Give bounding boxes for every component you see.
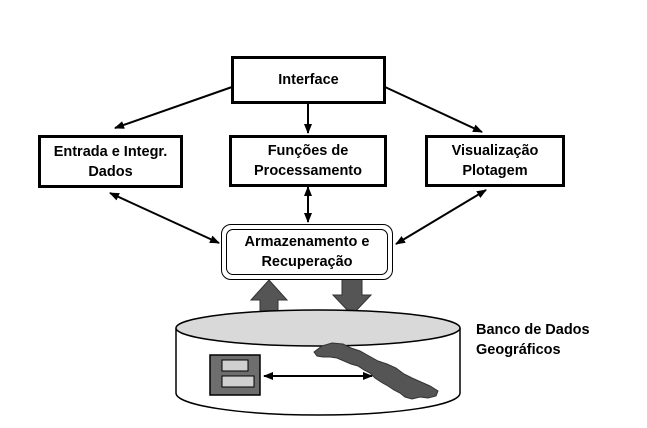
cuba-map-shape [313,342,439,400]
block-arrow-down [331,278,373,316]
database-label: Banco de Dados Geográficos [476,320,590,360]
visualizacao-label-line1: Visualização [451,143,539,159]
entrada-label-line1: Entrada e Integr. [53,143,168,160]
arrow-entrada-storage [109,192,220,244]
block-arrow-up [249,279,289,314]
funcoes-label-line1: Funções de [267,143,349,159]
entrada-box: Entrada e Integr. Dados [38,135,183,188]
arrow-interface-to-entrada [114,86,233,129]
database-label-line2: Geográficos [476,342,561,358]
funcoes-box: Funções de Processamento [229,135,387,187]
visualizacao-box: Visualização Plotagem [425,135,565,187]
visualizacao-label-line2: Plotagem [462,163,528,179]
funcoes-label-line2: Processamento [254,163,362,179]
entrada-label-line2: Dados [88,163,133,180]
arrow-interface-to-visualizacao [384,86,483,133]
table-icon [209,354,261,396]
storage-label-line1: Armazenamento e [244,234,370,250]
storage-label-line2: Recuperação [261,254,353,270]
interface-label: Interface [278,72,339,88]
arrow-visualizacao-storage [395,189,487,245]
interface-box: Interface [231,56,386,104]
database-label-line1: Banco de Dados [476,322,590,338]
storage-box: Armazenamento e Recuperação [226,229,388,275]
